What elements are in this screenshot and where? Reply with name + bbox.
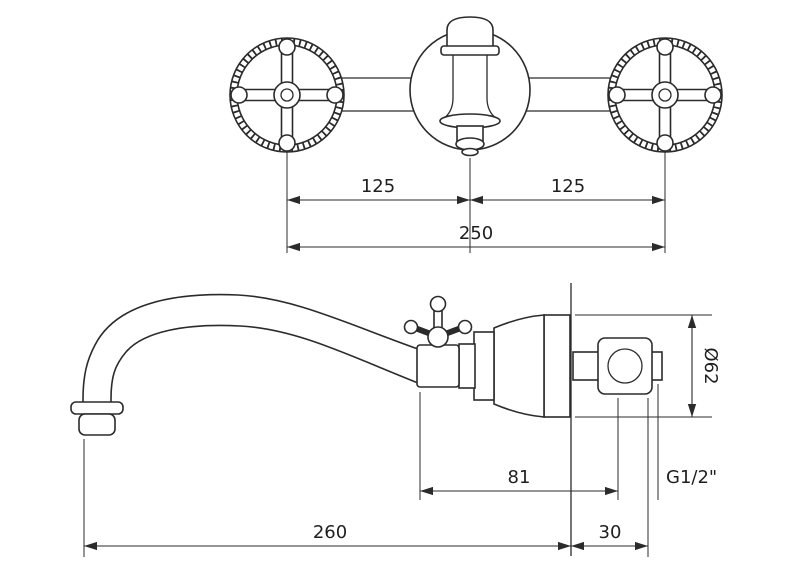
- dim-label-handle-to-connection: 81: [508, 467, 531, 488]
- spout: [82, 293, 419, 405]
- dim-label-right-spacing: 125: [551, 176, 585, 197]
- spout-outlet: [70, 401, 124, 436]
- dim-label-spout-reach: 260: [313, 522, 347, 543]
- dim-label-wall-offset: 30: [599, 522, 622, 543]
- valve-body: [416, 344, 460, 388]
- right-handle: [608, 38, 722, 152]
- thread-size-label: G1/2": [666, 467, 717, 488]
- mounting-nut: [597, 337, 653, 395]
- left-handle: [230, 38, 344, 152]
- side-cross-handle: [403, 295, 473, 348]
- dim-label-flange-diameter: Ø62: [700, 347, 721, 384]
- front-view: [230, 16, 722, 157]
- dim-label-left-spacing: 125: [361, 176, 395, 197]
- escutcheon-flange: [458, 314, 571, 418]
- mixer-body: [409, 16, 531, 157]
- front-dimensions: 125 125 250: [286, 152, 666, 253]
- side-view: [70, 283, 663, 556]
- dim-label-total-spacing: 250: [459, 223, 493, 244]
- side-dimensions: Ø62 81 G1/2" 260 30: [83, 314, 721, 557]
